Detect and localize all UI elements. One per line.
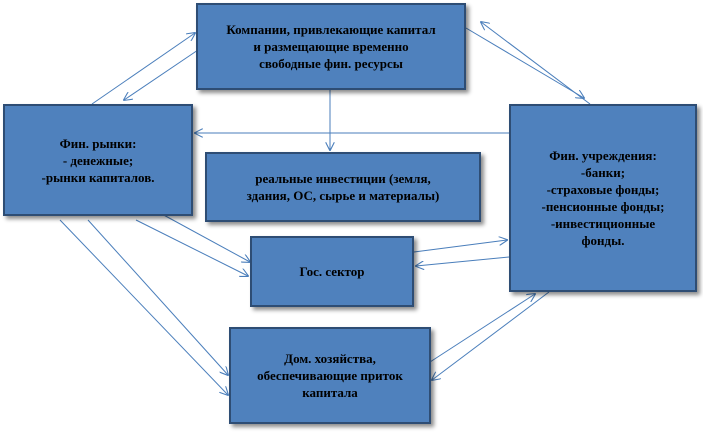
arrow-institutions-to-gov <box>416 256 510 266</box>
arrow-companies-to-institutions <box>465 27 584 98</box>
real-investments-line-2: здания, ОС, сырье и материалы) <box>246 188 440 203</box>
financial-markets-box: Фин. рынки: - денежные; -рынки капиталов… <box>3 104 193 216</box>
real-investments-line-1: реальные инвестиции (земля, <box>255 171 431 186</box>
companies-box: Компании, привлекающие капитал и размеща… <box>196 3 466 90</box>
institutions-line-1: Фин. учреждения: <box>549 148 657 163</box>
arrow-companies-to-markets <box>124 49 199 100</box>
arrow-gov-to-institutions <box>413 240 507 253</box>
markets-line-2: - денежные; <box>62 152 134 168</box>
arrow-markets-to-households-2 <box>87 219 228 375</box>
arrow-markets-to-gov-1 <box>159 212 250 262</box>
financial-institutions-box: Фин. учреждения: -банки; -страховые фонд… <box>509 104 697 292</box>
institutions-line-6: фонды. <box>581 233 625 248</box>
companies-line-1: Компании, привлекающие капитал <box>226 22 436 37</box>
companies-line-2: и размещающие временно <box>253 39 409 54</box>
arrow-markets-to-gov-2 <box>135 219 248 276</box>
markets-line-3: -рынки капиталов. <box>41 169 155 185</box>
households-line-2: обеспечивающие приток <box>257 368 403 383</box>
real-investments-box: реальные инвестиции (земля, здания, ОС, … <box>205 152 481 222</box>
companies-line-3: свободные фин. ресурсы <box>259 56 403 71</box>
households-line-1: Дом. хозяйства, <box>284 351 376 366</box>
institutions-line-2: -банки; <box>580 165 626 180</box>
arrow-institutions-to-households <box>432 291 550 380</box>
institutions-line-4: -пенсионные фонды; <box>541 199 665 214</box>
arrow-markets-to-households-1 <box>59 219 228 395</box>
arrow-markets-to-companies <box>91 33 195 105</box>
institutions-line-3: -страховые фонды; <box>546 182 660 197</box>
arrow-households-to-institutions <box>429 294 535 363</box>
gov-line-1: Гос. сектор <box>299 264 365 279</box>
institutions-line-5: -инвестиционные <box>550 216 656 231</box>
government-sector-box: Гос. сектор <box>250 236 414 307</box>
households-box: Дом. хозяйства, обеспечивающие приток ка… <box>229 327 431 424</box>
markets-line-1: Фин. рынки: <box>59 135 137 151</box>
households-line-3: капитала <box>302 385 358 400</box>
